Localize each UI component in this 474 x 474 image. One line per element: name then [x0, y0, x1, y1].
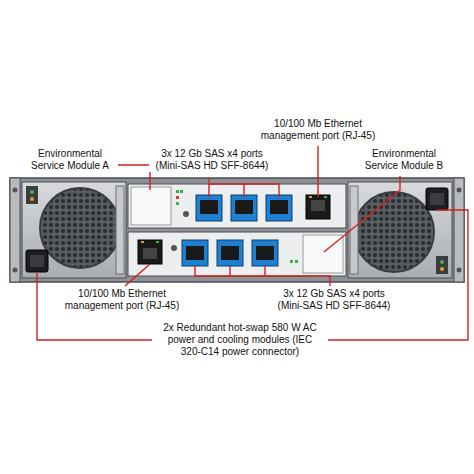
environmental-service-module — [128, 184, 346, 228]
module-callout: Environmental Service Module A — [24, 148, 116, 172]
sas-port-callout: 3x 12 Gb SAS x4 ports (Mini-SAS HD SFF-8… — [271, 288, 398, 312]
ethernet-port-callout: 10/100 Mb Ethernet management port (RJ-4… — [59, 288, 186, 312]
environmental-service-module — [128, 232, 346, 276]
power-cooling-module — [348, 182, 452, 278]
leader-line — [37, 146, 468, 340]
power-cooling-module — [22, 182, 126, 278]
sas-port-callout: 3x 12 Gb SAS x4 ports (Mini-SAS HD SFF-8… — [149, 148, 276, 172]
ethernet-port-callout: 10/100 Mb Ethernet management port (RJ-4… — [255, 118, 382, 142]
power-module-callout: 2x Redundant hot-swap 580 W AC power and… — [157, 322, 324, 358]
module-callout: Environmental Service Module B — [358, 148, 450, 172]
